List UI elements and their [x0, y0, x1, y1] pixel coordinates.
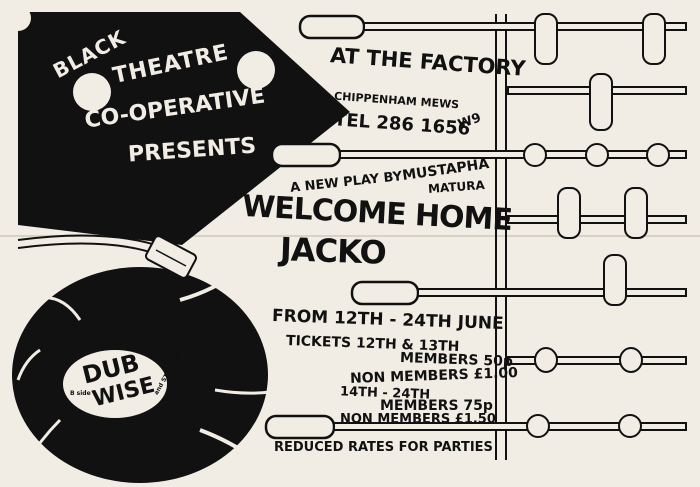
table-football	[264, 13, 687, 460]
banner-corner-hole	[5, 5, 31, 31]
players	[523, 13, 670, 438]
rod-3	[270, 142, 687, 168]
play-title-2: JACKO	[279, 230, 387, 272]
banner-hole-right	[237, 51, 275, 89]
record-label-side: B side	[70, 390, 91, 397]
rod-1	[298, 14, 687, 40]
tickets-members-2: MEMBERS 75p	[380, 398, 493, 414]
record-disc	[12, 267, 271, 483]
rod-7	[264, 414, 687, 440]
rod-6	[507, 356, 687, 365]
tonearm	[17, 234, 198, 279]
rod-4	[507, 215, 687, 224]
tickets-nonmembers-2: NON MEMBERS £1.50	[340, 412, 496, 427]
record-label	[63, 350, 167, 418]
reduced-rates: REDUCED RATES FOR PARTIES	[274, 440, 493, 455]
rod-5	[350, 280, 687, 306]
banner-hole-left	[73, 73, 111, 111]
